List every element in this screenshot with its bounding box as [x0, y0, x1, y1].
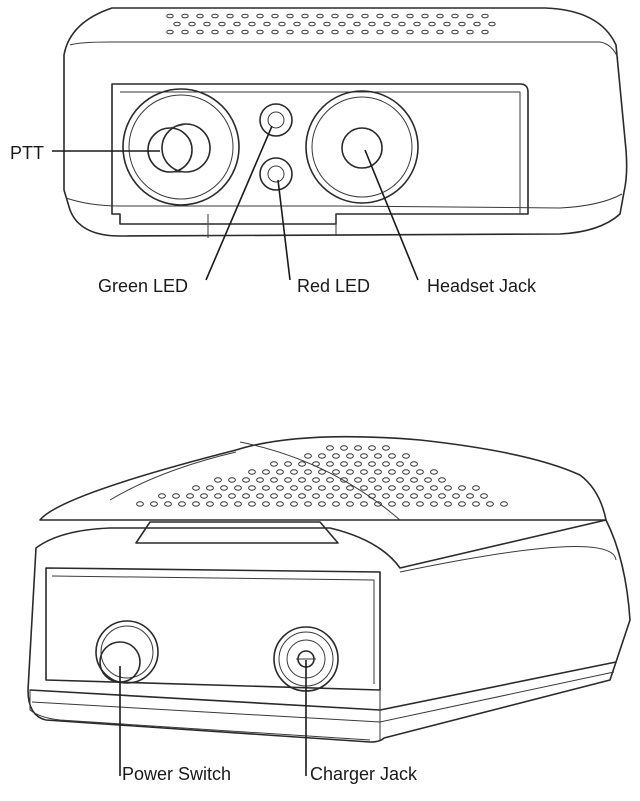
label-power-switch: Power Switch [122, 765, 231, 783]
callout-lines-bottom [120, 660, 306, 776]
label-red-led: Red LED [297, 277, 370, 295]
power-switch[interactable] [96, 621, 158, 683]
ptt-button[interactable] [123, 89, 239, 205]
label-ptt: PTT [10, 144, 44, 162]
label-headset-jack: Headset Jack [427, 277, 536, 295]
headset-jack-callout-line [365, 150, 418, 280]
speaker-grille-top [167, 14, 495, 34]
device-front-view [64, 8, 627, 238]
red-led [260, 158, 292, 190]
device-perspective-view [28, 437, 630, 742]
red-led-callout-line [278, 180, 290, 280]
label-green-led: Green LED [98, 277, 188, 295]
green-led [260, 104, 292, 136]
headset-jack[interactable] [306, 91, 418, 203]
speaker-grille-bottom [137, 446, 508, 506]
label-charger-jack: Charger Jack [310, 765, 417, 783]
